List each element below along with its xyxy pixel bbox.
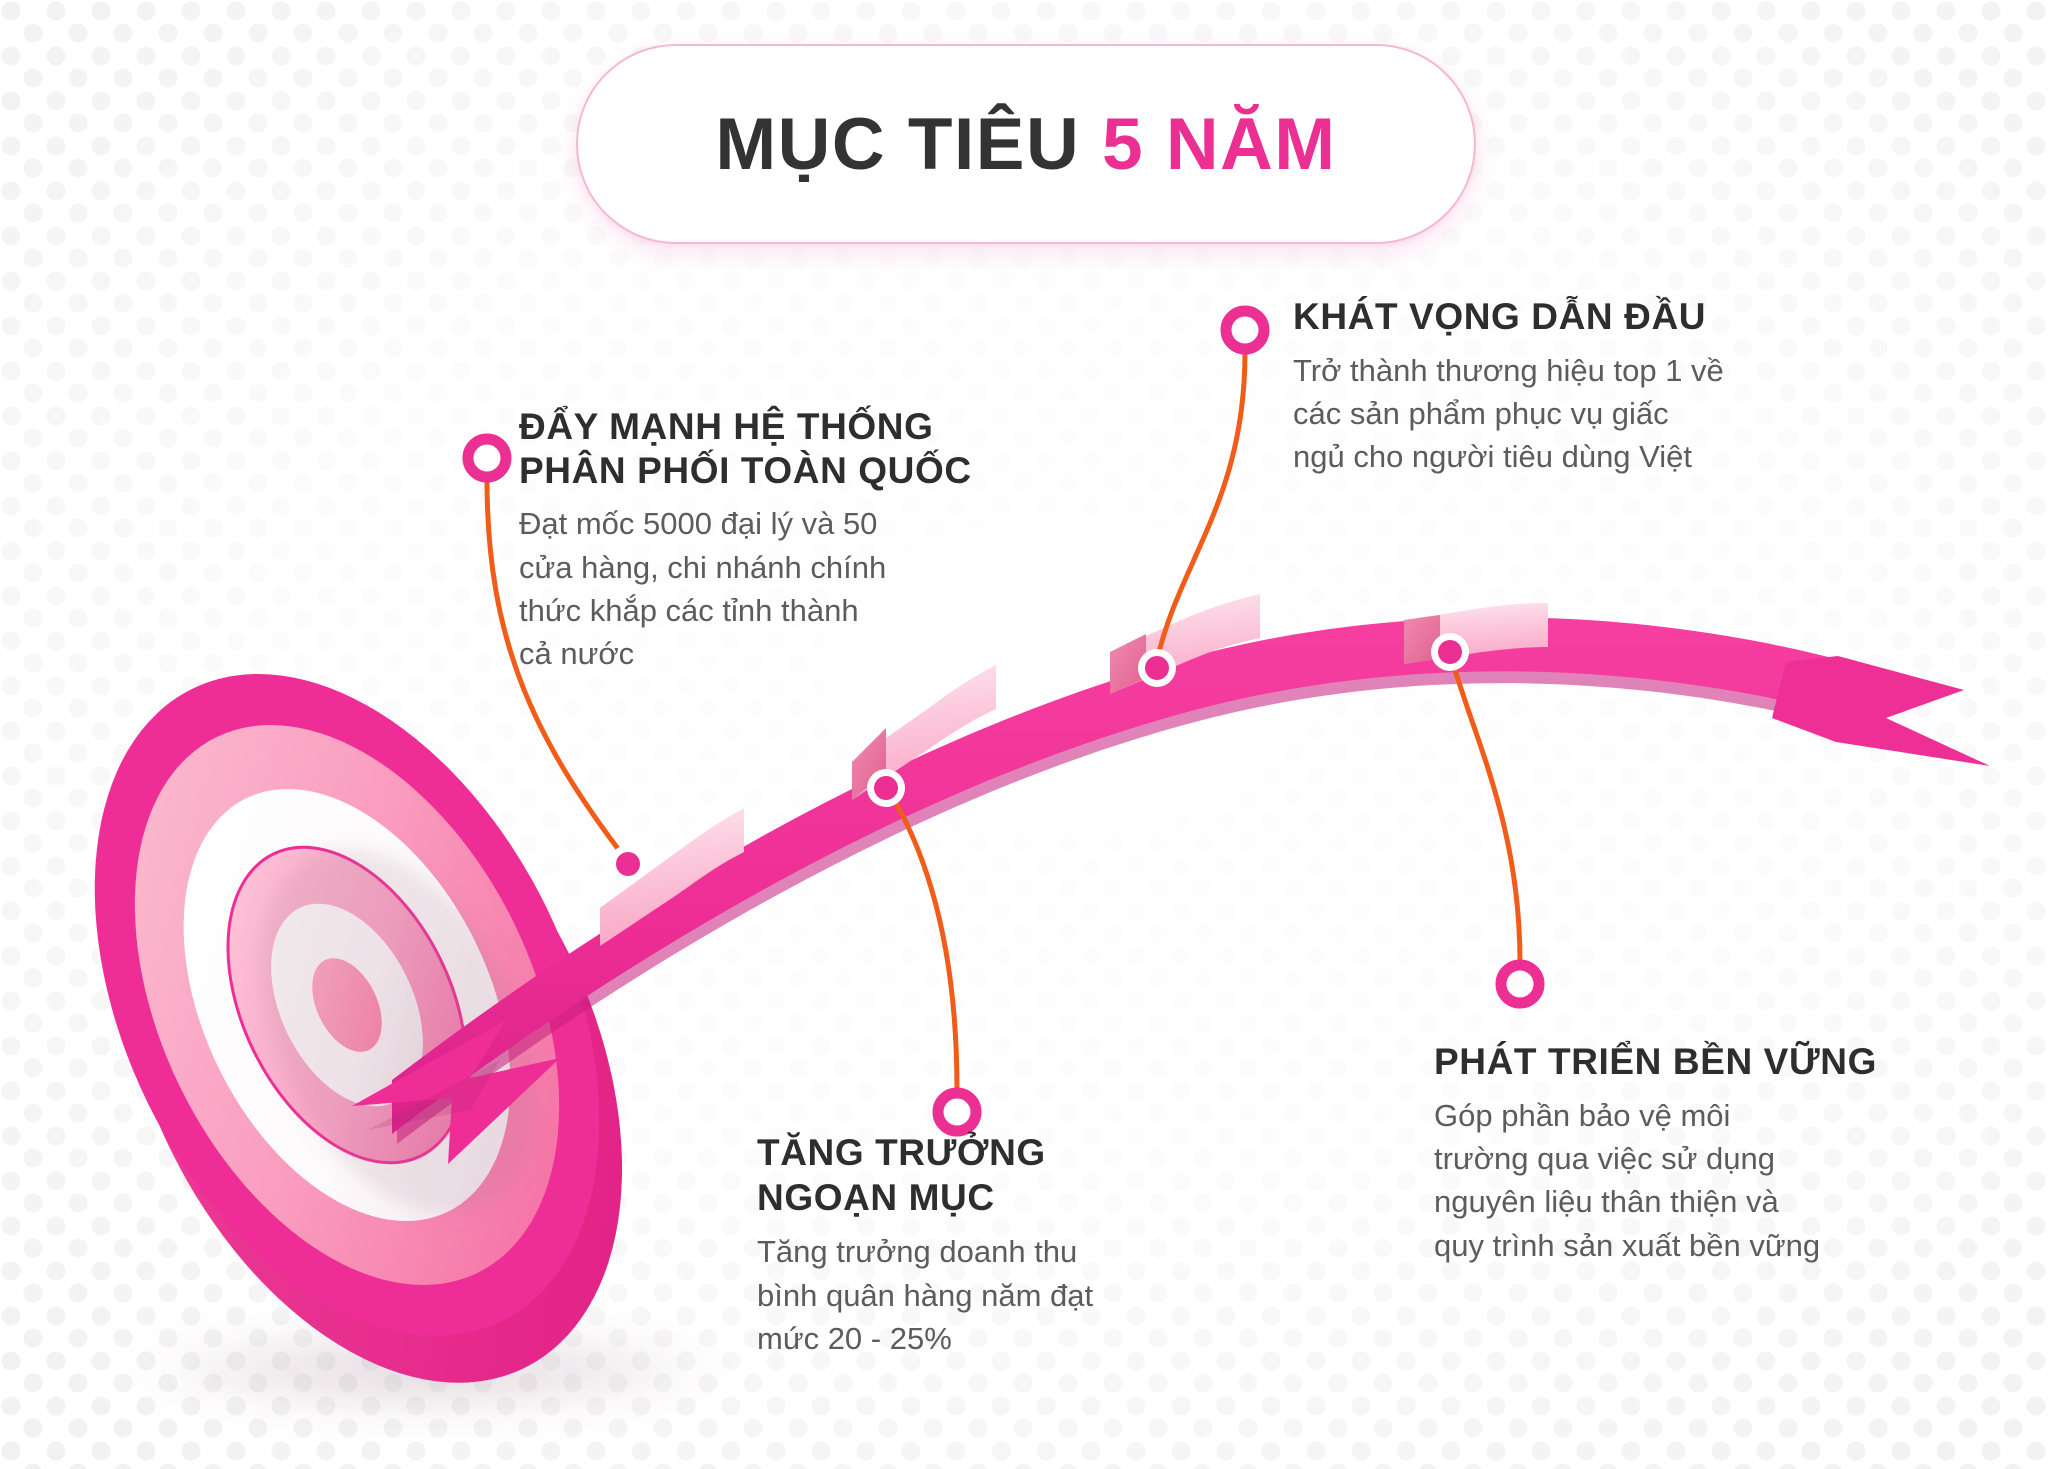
arrow-head bbox=[352, 1020, 560, 1164]
target-ring-4 bbox=[226, 845, 468, 1165]
arrow-collar-2 bbox=[852, 665, 996, 800]
callout-sustain-heading: PHÁT TRIỂN BỀN VỮNG bbox=[1434, 1041, 1877, 1082]
arrow-collar-4 bbox=[1404, 603, 1548, 664]
collar-dot-1-core bbox=[616, 852, 640, 876]
bullseye-target bbox=[94, 673, 623, 1383]
ring-marker-growth bbox=[932, 1087, 982, 1137]
callout-leadership-heading: KHÁT VỌNG DẪN ĐẦU bbox=[1293, 296, 1707, 337]
connector-line-sustain bbox=[1447, 649, 1523, 965]
connector-line-growth bbox=[883, 783, 960, 1093]
target-disc-edge bbox=[117, 720, 623, 1383]
callout-sustain: PHÁT TRIỂN BỀN VỮNG Góp phần bảo vệ môi … bbox=[1434, 1040, 1934, 1267]
collar-dot-4 bbox=[1431, 633, 1469, 671]
callout-growth: TĂNG TRƯỞNG NGOẠN MỤC Tăng trưởng doanh … bbox=[757, 1130, 1187, 1360]
arrow-head-shadow bbox=[368, 1060, 500, 1130]
title-accent: 5 NĂM bbox=[1101, 103, 1337, 185]
target-bullseye bbox=[312, 958, 382, 1052]
collar-dot-2 bbox=[867, 769, 905, 807]
arrow-collar-3 bbox=[1110, 594, 1260, 694]
connector-line-leadership bbox=[1154, 349, 1248, 663]
target-ground-shadow bbox=[130, 1322, 730, 1418]
callout-distribution-body: Đạt mốc 5000 đại lý và 50 cửa hàng, chi … bbox=[519, 506, 887, 672]
page-title: MỤC TIÊU 5 NĂM bbox=[715, 108, 1336, 181]
collar-dot-4-core bbox=[1438, 640, 1462, 664]
arrow-fletching bbox=[1772, 656, 1990, 766]
target-ring-outer bbox=[94, 673, 600, 1337]
callout-distribution-heading: ĐẨY MẠNH HỆ THỐNG PHÂN PHỐI TOÀN QUỐC bbox=[519, 406, 972, 491]
callout-growth-body: Tăng trưởng doanh thu bình quân hàng năm… bbox=[757, 1234, 1094, 1357]
target-ring-3 bbox=[183, 788, 511, 1222]
collar-dot-3-core bbox=[1145, 656, 1169, 680]
collar-dot-1 bbox=[609, 845, 647, 883]
title-primary: MỤC TIÊU bbox=[715, 103, 1102, 185]
target-ring-5 bbox=[271, 903, 423, 1107]
title-pill: MỤC TIÊU 5 NĂM bbox=[576, 44, 1476, 244]
target-inner-shading bbox=[260, 848, 536, 1215]
callout-distribution: ĐẨY MẠNH HỆ THỐNG PHÂN PHỐI TOÀN QUỐC Đạ… bbox=[519, 405, 1079, 676]
ring-marker-distribution bbox=[462, 433, 512, 483]
arrow-collar-1 bbox=[600, 808, 744, 946]
callout-leadership-body: Trở thành thương hiệu top 1 về các sản p… bbox=[1293, 352, 1724, 475]
target-ring-2 bbox=[134, 725, 560, 1285]
collar-dot-2-core bbox=[874, 776, 898, 800]
callout-leadership: KHÁT VỌNG DẪN ĐẦU Trở thành thương hiệu … bbox=[1293, 295, 1813, 479]
ring-marker-leadership bbox=[1220, 305, 1270, 355]
ring-marker-sustain bbox=[1495, 959, 1545, 1009]
callout-sustain-body: Góp phần bảo vệ môi trường qua việc sử d… bbox=[1434, 1097, 1821, 1263]
collar-dot-3 bbox=[1138, 649, 1176, 687]
callout-growth-heading: TĂNG TRƯỞNG NGOẠN MỤC bbox=[757, 1132, 1046, 1219]
